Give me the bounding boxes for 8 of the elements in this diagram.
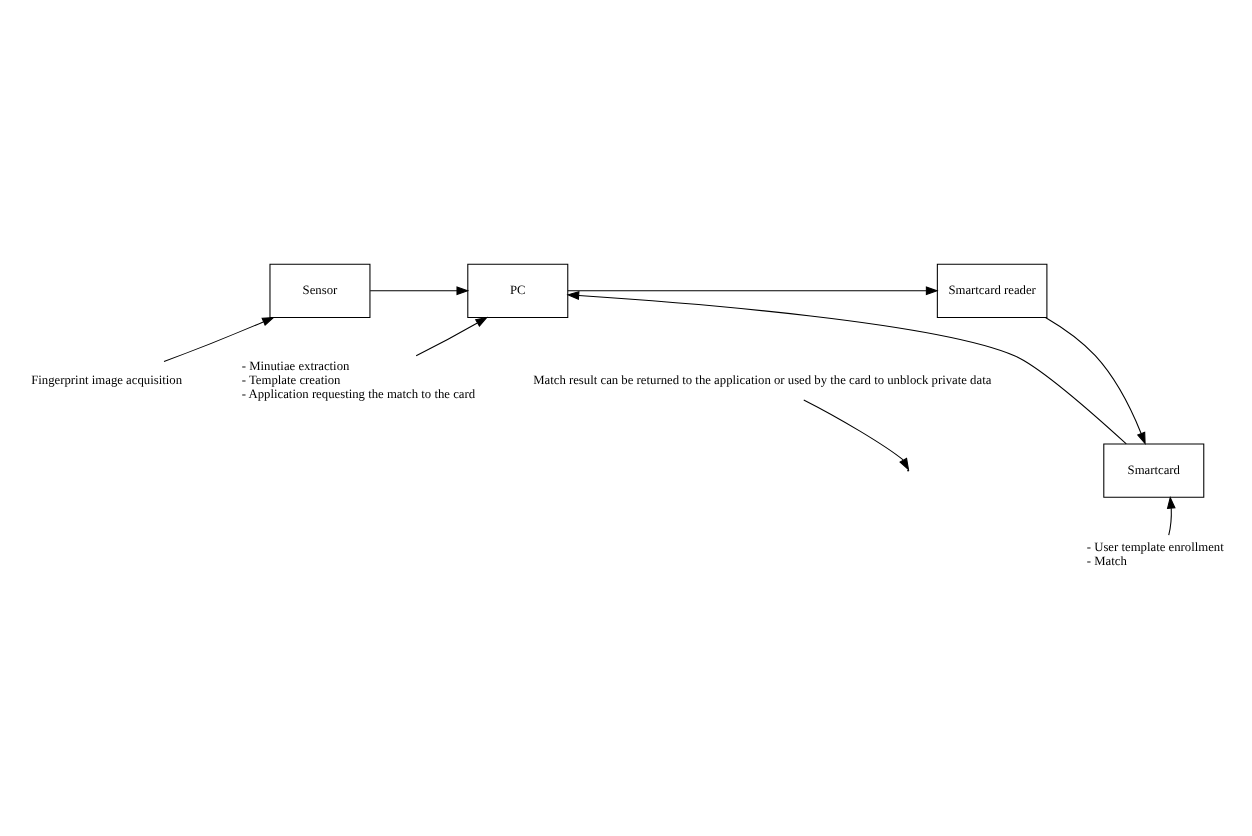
arrow — [369, 285, 470, 295]
arrow — [1044, 315, 1146, 445]
arrow — [567, 285, 939, 295]
arrow — [415, 315, 489, 356]
arrow — [1166, 494, 1176, 535]
arrow — [803, 398, 910, 470]
arrow — [566, 290, 1127, 444]
arrow — [163, 315, 275, 362]
